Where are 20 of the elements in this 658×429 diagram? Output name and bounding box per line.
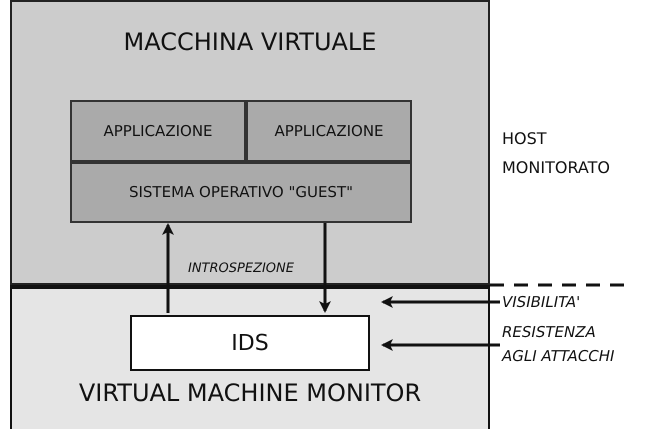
box-label: IDS	[230, 330, 270, 358]
side-note: RESISTENZA AGLI ATTACCHI	[502, 320, 627, 364]
side-note: VISIBILITA'	[502, 290, 622, 312]
box-label: APPLICAZIONE	[102, 120, 214, 142]
ids-box	[130, 315, 370, 371]
monitor-box	[10, 285, 490, 429]
arrow	[162, 223, 174, 313]
arrow	[319, 223, 331, 313]
application-box	[70, 100, 246, 162]
box-heading: MACCHINA VIRTUALE	[122, 27, 378, 58]
box-label: APPLICAZIONE	[273, 120, 385, 142]
virtual-machine-box	[10, 0, 490, 285]
box-heading: VIRTUAL MACHINE MONITOR	[78, 378, 422, 409]
arrow	[381, 339, 500, 351]
side-label: HOST MONITORATO	[502, 128, 611, 179]
annotation-text: INTROSPEZIONE	[188, 260, 294, 278]
operating-system-box	[70, 162, 412, 223]
application-box	[246, 100, 412, 162]
arrow	[381, 296, 500, 308]
box-label: SISTEMA OPERATIVO "GUEST"	[128, 182, 354, 204]
